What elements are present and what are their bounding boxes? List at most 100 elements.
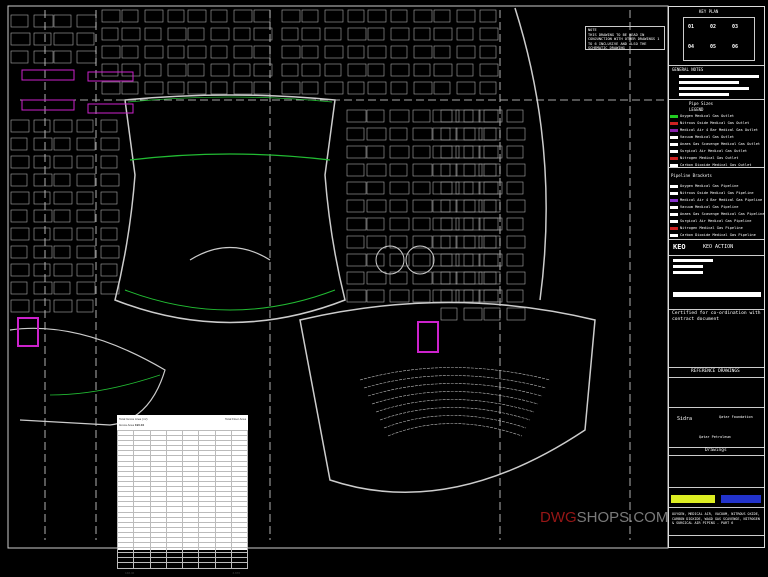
room xyxy=(483,109,503,123)
room xyxy=(463,217,481,231)
room xyxy=(433,45,451,59)
pipe-sizes: Pipe Sizes xyxy=(689,101,714,106)
room xyxy=(253,81,271,95)
stair-magenta-left xyxy=(17,317,39,347)
table-row xyxy=(116,531,249,538)
room xyxy=(10,173,28,187)
room xyxy=(389,271,408,285)
drawing-frame xyxy=(7,5,669,549)
room xyxy=(366,109,385,123)
room xyxy=(432,217,453,231)
grid-lines xyxy=(20,10,665,540)
room xyxy=(346,199,365,213)
room xyxy=(167,63,187,77)
room xyxy=(346,127,365,141)
room xyxy=(347,45,365,59)
room xyxy=(144,27,162,41)
room xyxy=(366,289,385,303)
room xyxy=(455,181,474,195)
room xyxy=(440,235,458,249)
client-logo-sidra: Sidra xyxy=(677,416,693,422)
room xyxy=(10,299,30,313)
legend-label: Carbon Dioxide Medical Gas Outlet xyxy=(680,163,752,167)
room xyxy=(366,181,385,195)
seat-row xyxy=(359,367,551,381)
legend-row: Nitrogen Medical Gas Outlet xyxy=(670,155,764,161)
room xyxy=(366,163,387,177)
room xyxy=(253,27,273,41)
room xyxy=(76,155,94,169)
room xyxy=(210,81,228,95)
room xyxy=(53,281,71,295)
room xyxy=(53,299,73,313)
room xyxy=(367,27,385,41)
room xyxy=(210,27,230,41)
room xyxy=(389,127,408,141)
room xyxy=(53,173,71,187)
room xyxy=(455,127,476,141)
room xyxy=(233,63,251,77)
room xyxy=(463,109,481,123)
key-plan-title: KEY PLAN xyxy=(699,9,719,14)
room xyxy=(100,155,118,169)
room xyxy=(483,289,503,303)
room xyxy=(455,253,474,267)
seat-row xyxy=(367,383,543,397)
watermark: DWGSHOPS.COM xyxy=(540,509,669,526)
room xyxy=(389,181,410,195)
room xyxy=(76,137,96,151)
room xyxy=(76,50,97,64)
room xyxy=(76,245,96,259)
room xyxy=(53,245,71,259)
room xyxy=(346,163,365,177)
room xyxy=(478,253,499,267)
legend-swatch xyxy=(670,226,678,230)
room xyxy=(483,253,503,267)
room xyxy=(53,227,73,241)
room xyxy=(33,137,53,151)
room xyxy=(390,81,408,95)
legend-row: Medical Air 4 Bar Medical Gas Pipeline xyxy=(670,197,764,203)
room xyxy=(233,81,253,95)
legend-swatch xyxy=(670,212,678,216)
room xyxy=(101,9,121,23)
room xyxy=(455,235,476,249)
room xyxy=(167,27,187,41)
room xyxy=(10,281,28,295)
room xyxy=(100,227,118,241)
room xyxy=(100,137,120,151)
room xyxy=(33,50,54,64)
auditorium-seating xyxy=(359,367,551,437)
room xyxy=(33,191,51,205)
drawing-title: OXYGEN, MEDICAL AIR, VACUUM, NITROUS OXI… xyxy=(672,512,760,526)
legend-row: Vacuum Medical Gas Pipeline xyxy=(670,204,764,210)
room xyxy=(455,271,476,285)
room xyxy=(33,227,51,241)
room xyxy=(187,63,205,77)
room xyxy=(440,109,460,123)
room xyxy=(456,9,476,23)
room xyxy=(233,27,251,41)
room xyxy=(10,14,29,28)
room xyxy=(347,27,367,41)
room xyxy=(346,235,365,249)
column-circle xyxy=(375,245,405,275)
legend-row: Anaes Gas Scavenge Medical Gas Outlet xyxy=(670,141,764,147)
room xyxy=(366,199,387,213)
room xyxy=(33,119,51,133)
legend-row: Vacuum Medical Gas Outlet xyxy=(670,134,764,140)
room xyxy=(463,163,483,177)
room xyxy=(281,9,301,23)
room xyxy=(463,235,483,249)
room xyxy=(433,9,451,23)
legend-row: Nitrous Oxide Medical Gas Outlet xyxy=(670,120,764,126)
seat-row xyxy=(387,423,523,437)
legend-swatch xyxy=(670,142,678,146)
room xyxy=(367,45,387,59)
cad-drawing-canvas[interactable] xyxy=(0,0,768,558)
room xyxy=(366,235,387,249)
room xyxy=(76,281,96,295)
magenta-tag-4 xyxy=(87,103,134,114)
legend-label: Anaes Gas Scavenge Medical Gas Outlet xyxy=(680,142,761,146)
